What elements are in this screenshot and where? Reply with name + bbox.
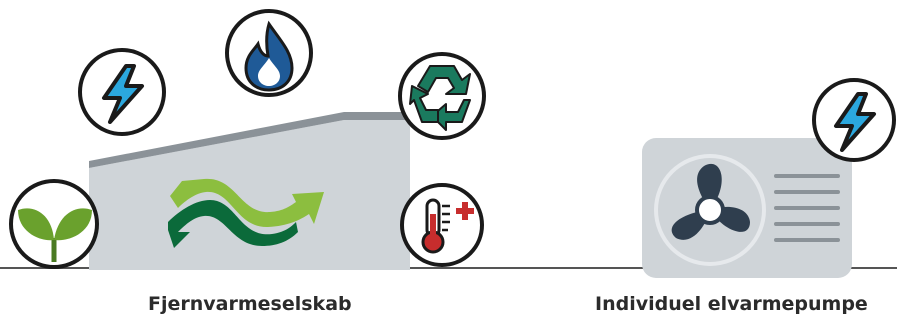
vent-grille [774,174,840,242]
district-heating-caption: Fjernvarmeselskab [148,293,352,315]
flame-icon [225,9,313,97]
district-heating-logo [168,178,324,248]
leaf-icon [9,179,99,269]
thermometer-plus-icon [400,183,484,267]
recycle-icon [398,52,486,140]
fan-icon [671,163,750,240]
heat-pump-caption: Individuel elvarmepumpe [595,293,868,315]
lightning-icon [812,78,896,162]
lightning-icon [78,48,166,136]
heat-pump-unit [642,138,852,278]
district-heating-building [89,112,410,270]
